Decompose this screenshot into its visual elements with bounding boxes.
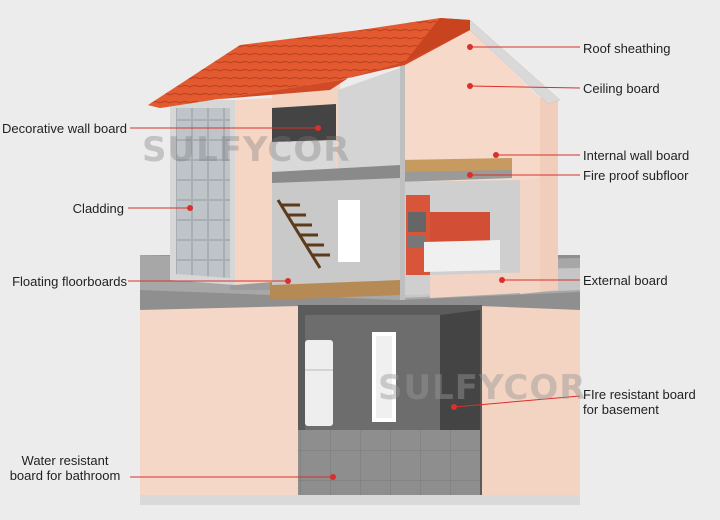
cladding-tower [170, 98, 272, 285]
roof [148, 18, 560, 108]
label-internal-wall-board: Internal wall board [583, 148, 690, 163]
watermark-lower: SULFYCOR [378, 368, 587, 408]
label-external-board: External board [583, 273, 668, 288]
label-cladding: Cladding [72, 201, 124, 216]
label-fire-resistant-line1: FIre resistant board [583, 387, 696, 402]
main-house [400, 30, 540, 300]
label-ceiling-board: Ceiling board [583, 81, 660, 96]
label-water-resistant-line1: Water resistant [21, 453, 109, 468]
right-wall [520, 98, 558, 294]
basement [140, 305, 580, 500]
label-fire-resistant-basement: FIre resistant board for basement [583, 387, 696, 417]
label-roof-sheathing: Roof sheathing [583, 41, 671, 56]
label-floating-floorboards: Floating floorboards [12, 274, 127, 289]
leader-lines [128, 46, 581, 478]
basement-edge [140, 495, 580, 505]
label-decorative-wall-board: Decorative wall board [1, 121, 127, 136]
label-water-resistant-bathroom: Water resistant board for bathroom [2, 453, 128, 483]
label-fire-proof-subfloor: Fire proof subfloor [583, 168, 689, 183]
refrigerator-icon [305, 340, 333, 426]
watermark-upper: SULFYCOR [142, 130, 351, 170]
middle-section [272, 68, 400, 285]
label-fire-resistant-line2: for basement [583, 402, 659, 417]
kitchen-icon [406, 195, 500, 275]
label-water-resistant-line2: board for bathroom [9, 468, 121, 483]
ground-door-icon [338, 200, 360, 262]
staircase-icon [276, 199, 330, 269]
leader-dots [187, 44, 505, 480]
